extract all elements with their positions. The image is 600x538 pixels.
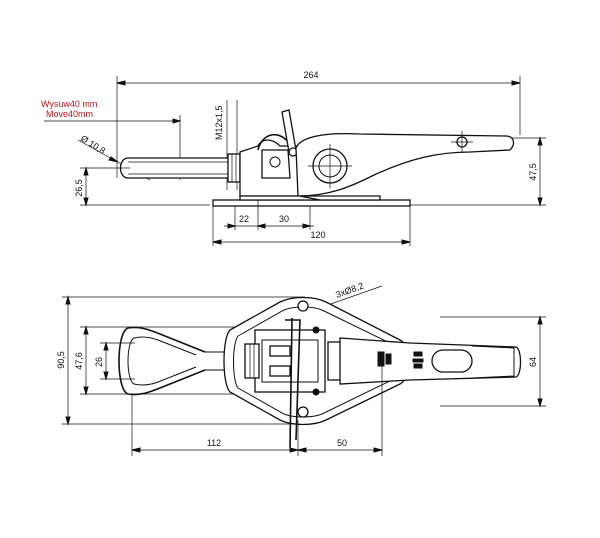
dimension-90-5: 90,5 <box>56 295 305 426</box>
dimension-26-5: 26,5 <box>74 166 210 207</box>
dimension-base: 22 30 120 <box>212 200 411 246</box>
dim-90-5-label: 90,5 <box>56 351 66 369</box>
dim-22-label: 22 <box>239 214 249 224</box>
dim-26-label: 26 <box>94 357 104 367</box>
lever-top <box>339 337 522 385</box>
top-view: 3xØ8,2 90,5 47,6 <box>56 281 546 456</box>
dimension-64: 64 <box>440 315 546 408</box>
dim-264-label: 264 <box>303 70 318 80</box>
dimension-lengths: 112 50 <box>131 366 383 456</box>
dimension-26: 26 <box>94 341 135 381</box>
dimension-264: 264 <box>116 70 521 178</box>
base-plate-side <box>212 195 411 207</box>
stroke-note-en: Move40mm <box>46 109 93 119</box>
holes-label: 3xØ8,2 <box>334 281 365 300</box>
clamp-body-side <box>239 109 515 197</box>
dim-47-6-label: 47,6 <box>74 352 84 370</box>
thread-label: M12x1,5 <box>214 105 224 140</box>
dim-112-label: 112 <box>207 438 221 448</box>
stroke-note-pl: Wysuw40 mm <box>41 99 97 109</box>
dimension-47-6: 47,6 <box>74 325 245 396</box>
dim-120-label: 120 <box>310 230 325 240</box>
eye-diameter-label: Ø 10,8 <box>79 133 107 156</box>
dim-30-label: 30 <box>279 214 289 224</box>
eye-bolt-side <box>119 153 241 183</box>
dim-50-label: 50 <box>337 438 347 448</box>
dim-64-label: 64 <box>528 357 538 367</box>
side-view: 264 Wysuw40 mm Move40mm Ø 10,8 M12x1,5 <box>41 70 546 246</box>
dim-47-5-label: 47,5 <box>528 163 538 181</box>
dim-26-5-label: 26,5 <box>74 179 84 197</box>
